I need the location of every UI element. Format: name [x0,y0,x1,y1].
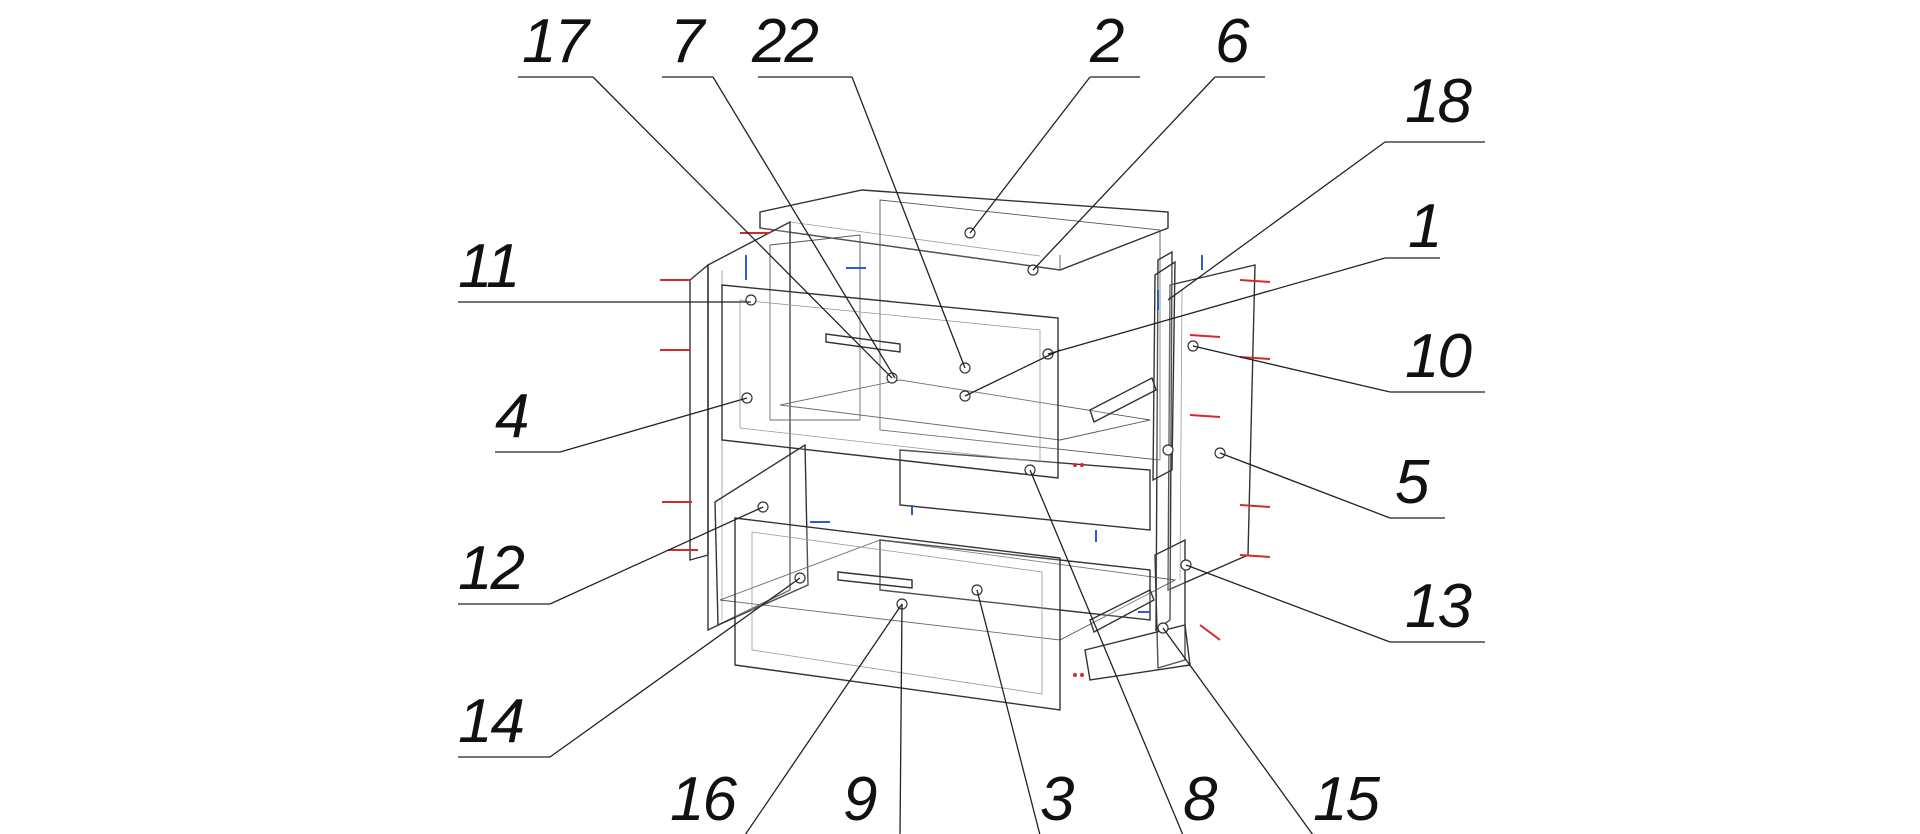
upper-handle [825,333,901,353]
callout-15: 15 [1313,765,1380,834]
cabinet-drawing [660,189,1271,711]
callout-4: 4 [495,382,528,451]
callout-3: 3 [1040,765,1074,834]
callout-18: 18 [1405,67,1472,136]
callout-10: 10 [1405,322,1471,391]
upper-drawer-bottom [779,379,1151,441]
leader-lines [458,76,1485,834]
lower-drawer-bottom [719,539,1177,641]
callout-11: 11 [458,232,518,301]
callout-9: 9 [843,765,877,834]
upper-drawer-back [899,449,1151,531]
lower-handle [837,571,913,589]
callout-labels: 17 7 22 2 6 18 11 1 10 4 5 12 13 14 16 9… [458,7,1474,834]
red-screws [660,232,1271,677]
callout-22: 22 [751,7,818,76]
bottom-right-runner [1089,589,1155,634]
lower-drawer-right-side [1154,538,1186,669]
top-panel [759,189,1169,271]
callout-17: 17 [522,7,591,76]
lower-drawer-front [734,517,1061,711]
lower-drawer-left-side [714,443,809,627]
callout-7: 7 [670,7,707,76]
bottom-plinth [1084,624,1191,681]
callout-8: 8 [1183,765,1218,834]
callout-2: 2 [1089,7,1124,76]
callout-6: 6 [1215,7,1250,76]
callout-12: 12 [458,534,524,603]
callout-16: 16 [670,765,737,834]
top-right-runner [1089,377,1157,423]
upper-drawer-left-side [769,234,861,421]
callout-5: 5 [1395,448,1430,517]
callout-14: 14 [458,687,523,756]
blue-fittings [745,255,1203,613]
callout-1: 1 [1408,192,1440,261]
callout-13: 13 [1405,572,1471,641]
upper-drawer-right-side [1152,260,1176,482]
